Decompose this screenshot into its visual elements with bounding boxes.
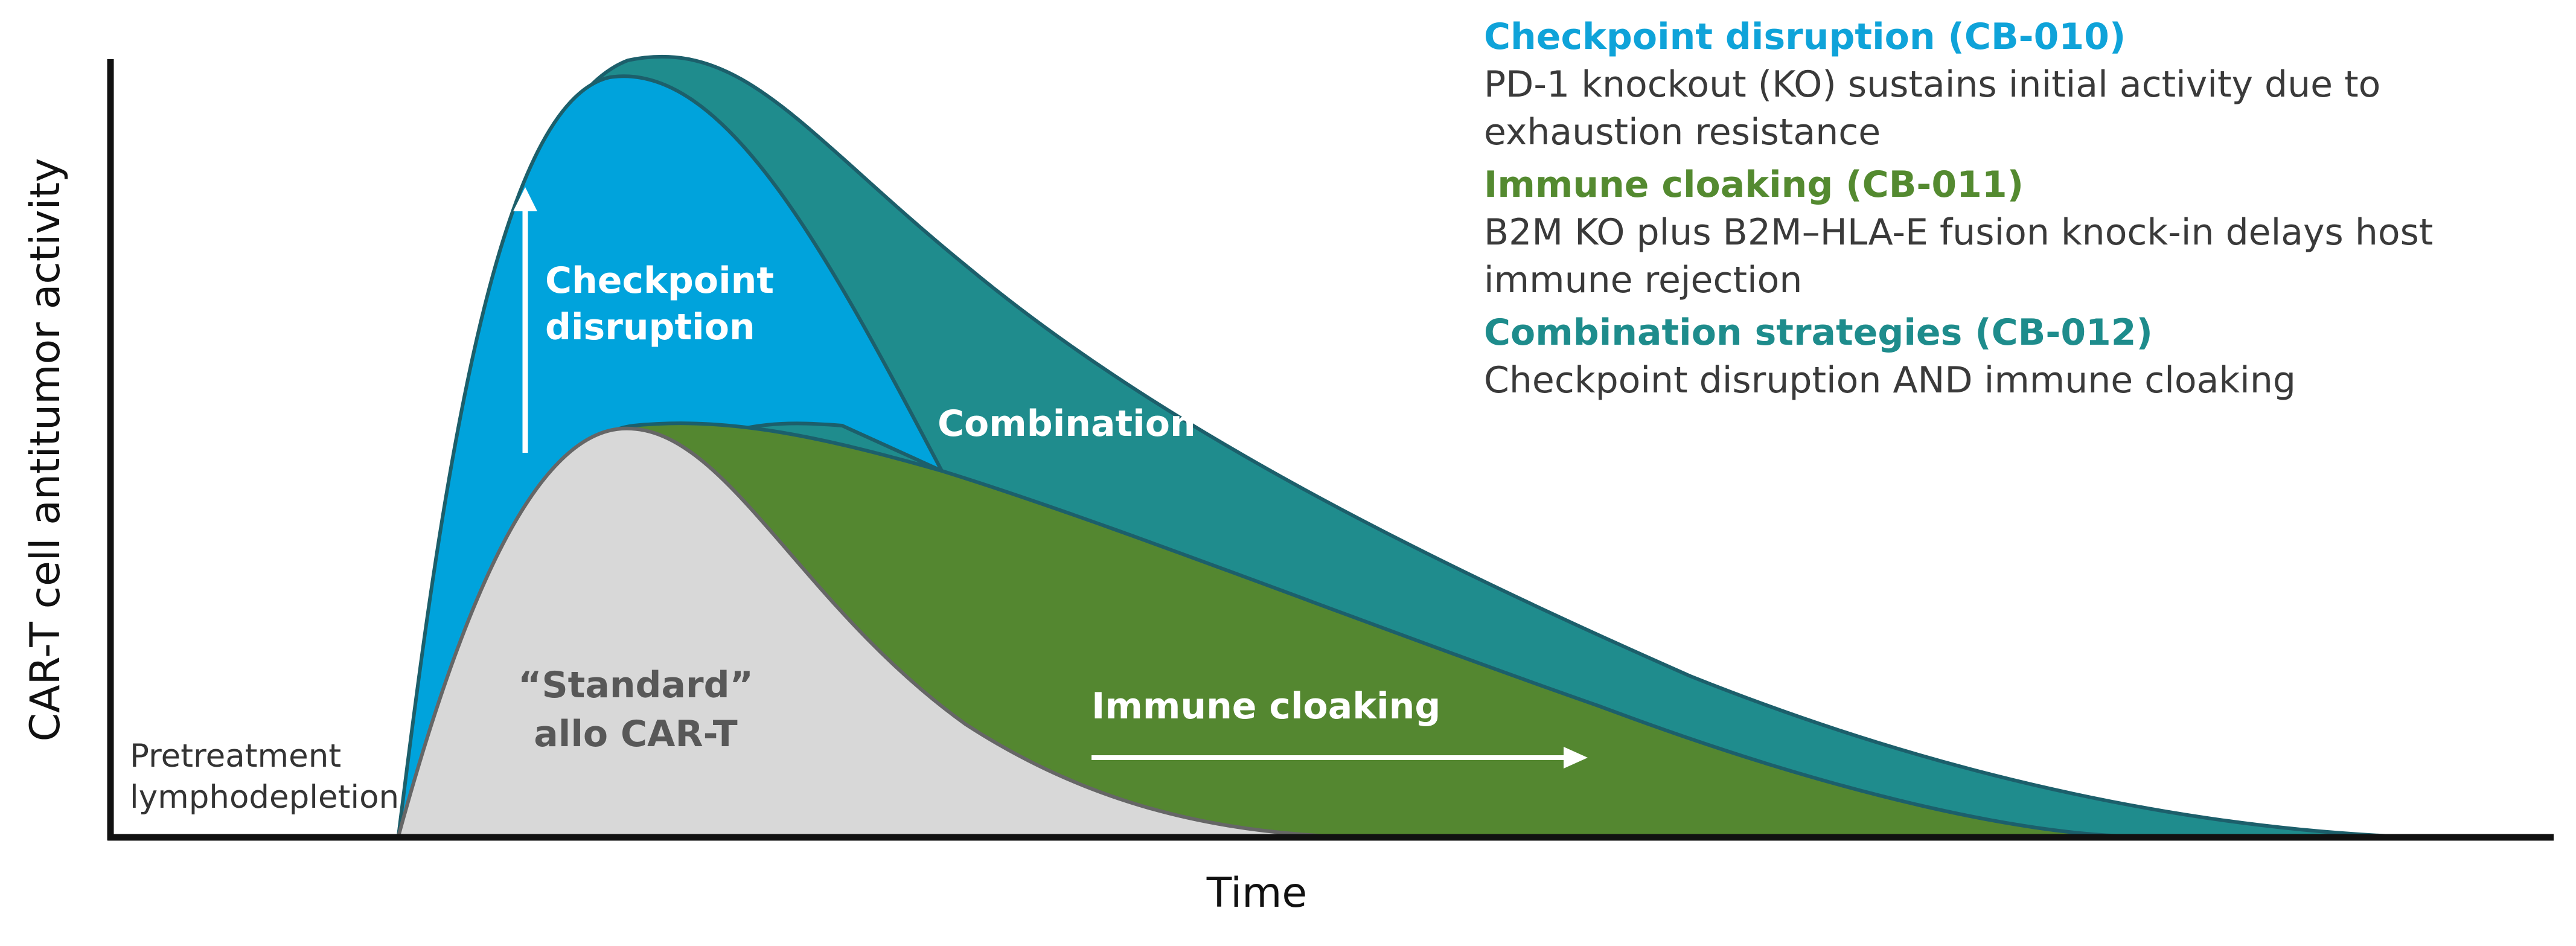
legend-heading-combination: Combination strategies (CB-012) bbox=[1484, 312, 2153, 354]
x-axis-title: Time bbox=[1206, 869, 1307, 917]
checkpoint-region-label-line1: Checkpoint bbox=[545, 260, 774, 302]
legend-description-checkpoint: PD-1 knockout (KO) sustains initial acti… bbox=[1484, 63, 2381, 153]
legend-item-combination: Combination strategies (CB-012) Checkpoi… bbox=[1484, 309, 2565, 404]
legend-description-cloaking: B2M KO plus B2M–HLA-E fusion knock-in de… bbox=[1484, 211, 2434, 301]
legend-heading-cloaking: Immune cloaking (CB-011) bbox=[1484, 164, 2024, 206]
standard-allo-cart-area bbox=[396, 426, 1329, 838]
legend-item-cloaking: Immune cloaking (CB-011) B2M KO plus B2M… bbox=[1484, 161, 2565, 304]
y-axis-title: CAR-T cell antitumor activity bbox=[22, 158, 69, 742]
strategy-legend: Checkpoint disruption (CB-010) PD-1 knoc… bbox=[1484, 13, 2565, 409]
legend-item-checkpoint: Checkpoint disruption (CB-010) PD-1 knoc… bbox=[1484, 13, 2565, 156]
legend-description-combination: Checkpoint disruption AND immune cloakin… bbox=[1484, 359, 2296, 401]
pretreatment-label-line1: Pretreatment bbox=[130, 738, 341, 775]
cloaking-arrow-head bbox=[1564, 747, 1588, 769]
combination-region-label: Combination bbox=[938, 403, 1196, 445]
pretreatment-label-line2: lymphodepletion bbox=[130, 779, 399, 816]
cloaking-region-label: Immune cloaking bbox=[1091, 685, 1440, 727]
checkpoint-arrow-head bbox=[513, 187, 537, 211]
legend-heading-checkpoint: Checkpoint disruption (CB-010) bbox=[1484, 16, 2126, 58]
standard-region-label-line1: “Standard” bbox=[518, 664, 753, 706]
standard-region-label-line2: allo CAR-T bbox=[534, 713, 737, 755]
checkpoint-region-label-line2: disruption bbox=[545, 306, 755, 348]
